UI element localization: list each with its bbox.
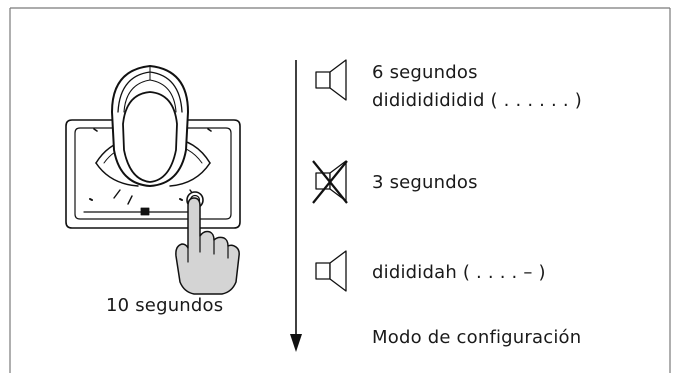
final-mode-label: Modo de configuración	[372, 327, 582, 348]
step-3-beeps: didididah ( . . . . – )	[372, 262, 546, 283]
speaker-icon	[315, 250, 347, 292]
device-caption: 10 segundos	[106, 295, 224, 316]
device-illustration	[65, 65, 241, 295]
device-dome	[111, 65, 189, 187]
timeline-arrow	[290, 60, 302, 352]
step-2-duration: 3 segundos	[372, 172, 478, 193]
speaker-muted-icon	[312, 160, 348, 204]
speaker-icon	[315, 59, 347, 101]
hand-icon	[175, 197, 240, 295]
step-1-duration: 6 segundos	[372, 62, 478, 83]
step-1-beeps: didididididid ( . . . . . . )	[372, 90, 582, 111]
